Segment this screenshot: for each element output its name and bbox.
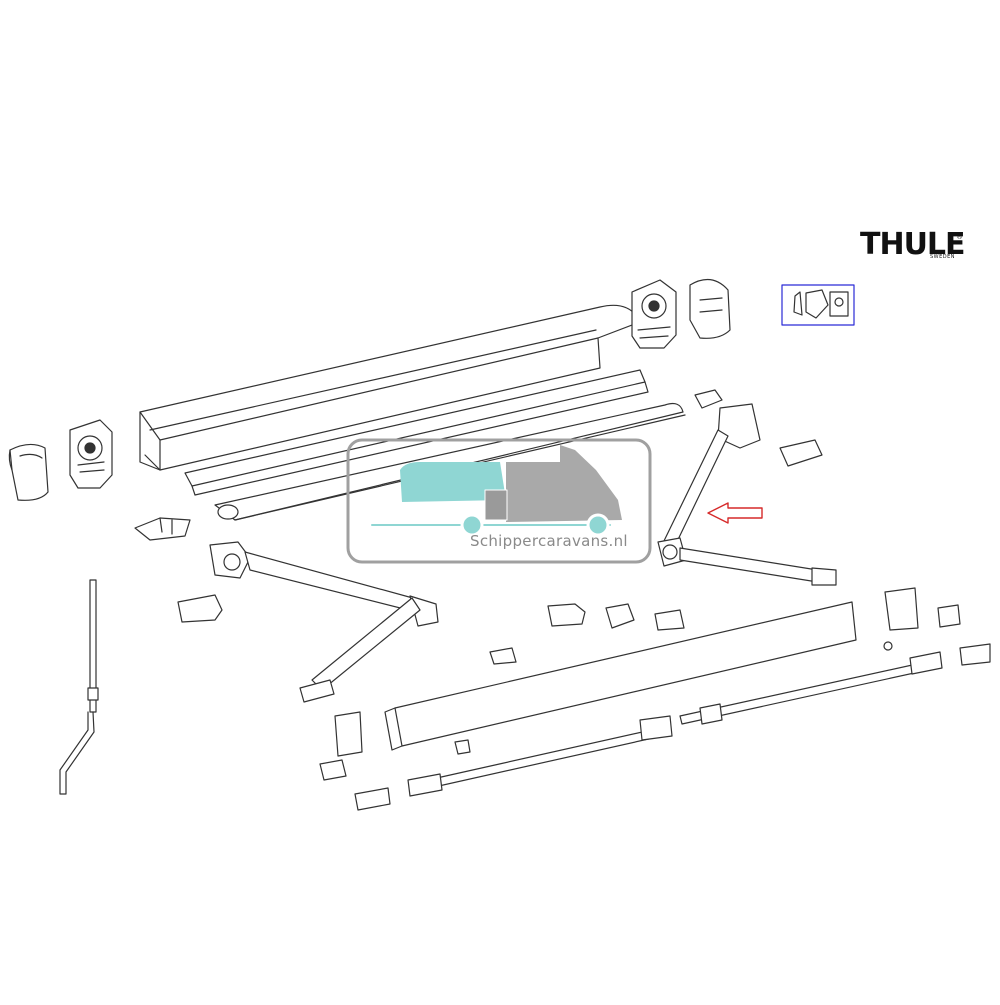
right-side-brackets (883, 587, 991, 666)
crank-handle (59, 579, 99, 795)
left-cover-piece (177, 594, 223, 623)
brand-logo: THULE (860, 227, 966, 262)
left-support-arm (209, 541, 439, 703)
right-cover-piece (779, 439, 823, 467)
brand-logo-subtext: SWEDEN (930, 254, 956, 260)
lead-rail-strip (214, 402, 686, 521)
top-arm-fitting (694, 389, 723, 409)
left-rafter-clip (134, 517, 191, 541)
left-lower-brackets (319, 711, 471, 811)
watermark-logo (346, 438, 652, 564)
center-bracket-parts (489, 603, 685, 665)
front-lead-rail (384, 601, 857, 751)
left-end-cap (8, 443, 49, 501)
inset-parts-box (781, 284, 855, 326)
telescopic-support-legs (407, 651, 943, 797)
right-end-cap (689, 279, 731, 339)
brand-logo-mark: ® (957, 234, 963, 241)
watermark-text: Schippercaravans.nl (470, 532, 628, 550)
right-gear-housing (631, 279, 677, 349)
left-gear-housing (69, 419, 113, 489)
indicator-arrow (707, 502, 763, 524)
cassette-profile (139, 304, 641, 471)
front-lip-profile (184, 369, 649, 496)
right-support-arm (657, 403, 837, 586)
